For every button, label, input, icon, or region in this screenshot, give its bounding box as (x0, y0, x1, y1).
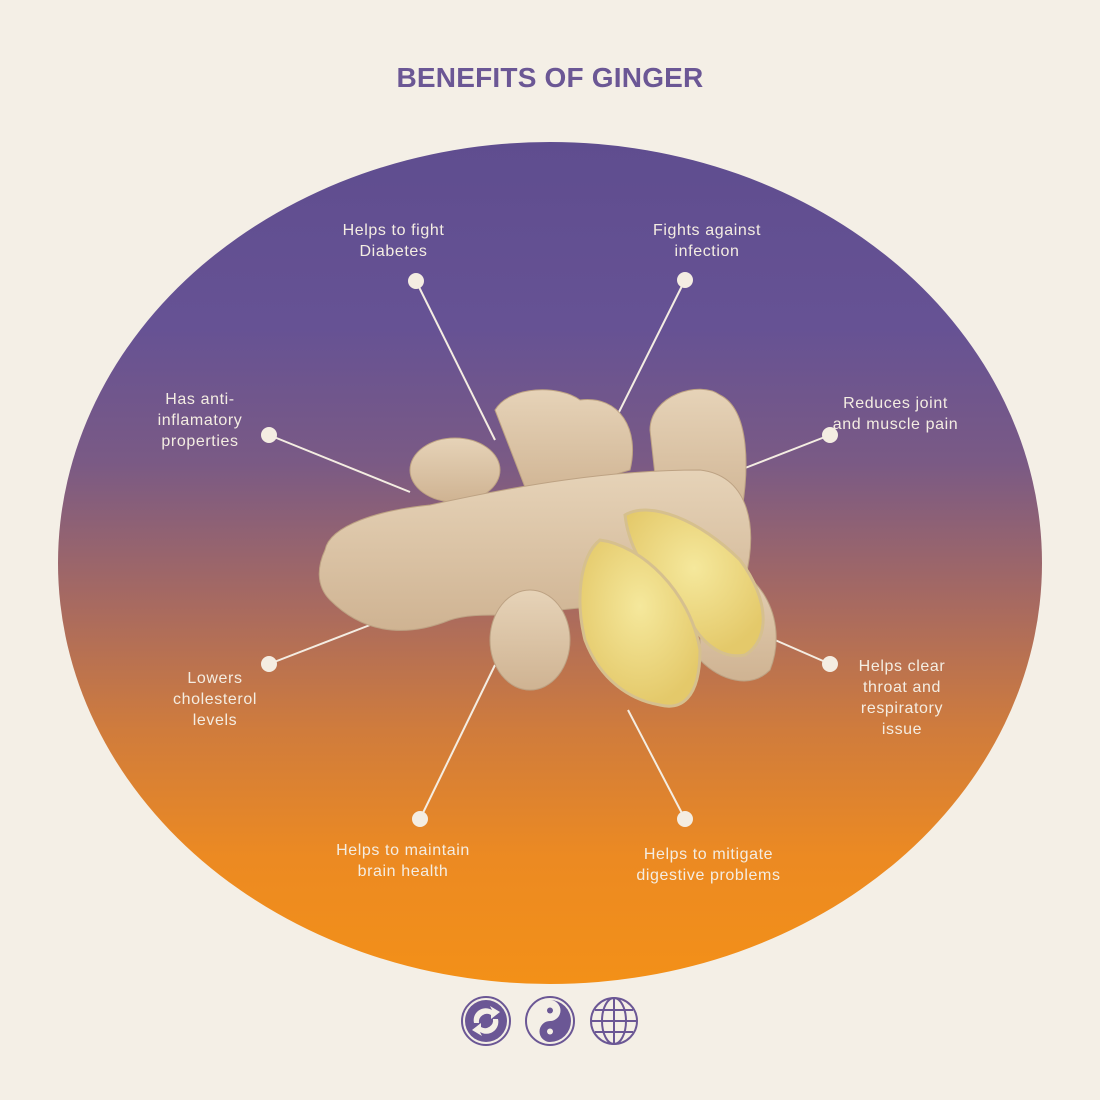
benefit-digestive: Helps to mitigate digestive problems (636, 846, 781, 884)
yin-yang-icon (525, 996, 575, 1046)
benefit-brain: Helps to maintain brain health (336, 842, 470, 880)
benefit-joint-pain: Reduces joint and muscle pain (832, 395, 959, 433)
footer-icons (460, 995, 640, 1047)
benefit-anti-inflammatory: Has anti-inflamatory properties (157, 391, 243, 450)
benefit-diabetes: Helps to fight Diabetes (342, 222, 445, 260)
benefit-cholesterol: Lowers cholesterol levels (173, 670, 257, 729)
page-title: BENEFITS OF GINGER (396, 62, 704, 93)
benefit-infection: Fights against infection (652, 222, 761, 260)
benefit-throat: Helps clear throat and respiratory issue (858, 658, 946, 738)
recycle-icon (461, 996, 511, 1046)
globe-icon (590, 997, 638, 1045)
